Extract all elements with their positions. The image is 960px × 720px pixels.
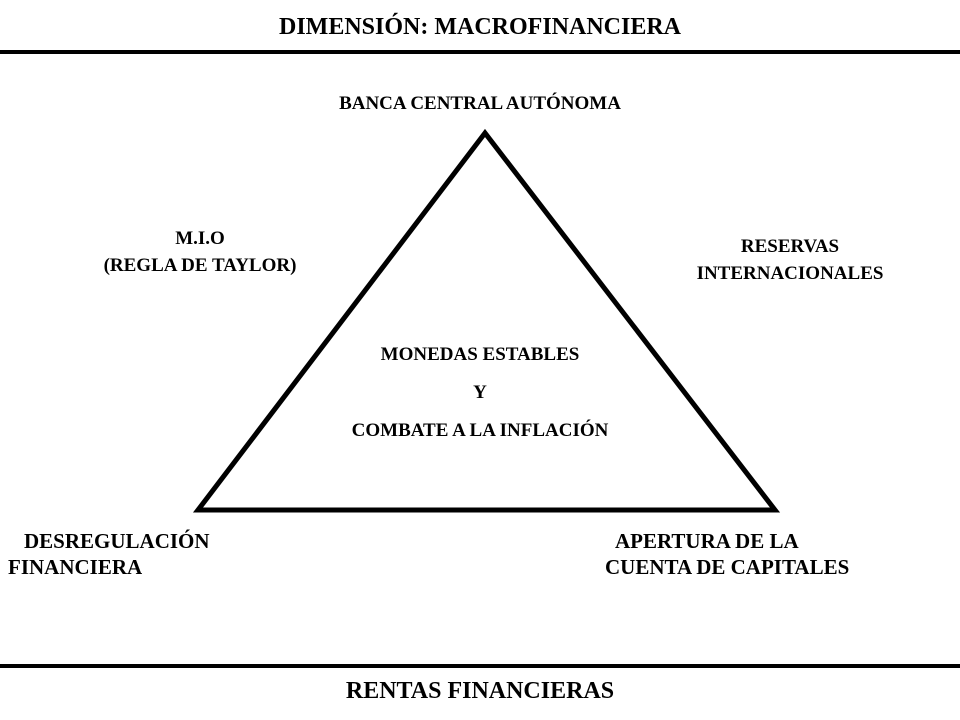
bottom-right-line-1: APERTURA DE LA: [615, 529, 799, 553]
left-side-line-1: M.I.O: [175, 228, 225, 249]
bottom-left-label: DESREGULACIÓN FINANCIERA: [8, 528, 210, 581]
bottom-left-line-1: DESREGULACIÓN: [24, 529, 210, 553]
top-divider-line: [0, 50, 960, 54]
bottom-divider-line: [0, 664, 960, 668]
right-side-label: RESERVAS INTERNACIONALES: [630, 234, 950, 287]
central-triangle: [192, 128, 781, 513]
bottom-right-line-2: CUENTA DE CAPITALES: [605, 555, 850, 580]
apex-label: BANCA CENTRAL AUTÓNOMA: [339, 93, 621, 114]
center-line-3: COMBATE A LA INFLACIÓN: [351, 420, 609, 441]
left-side-label: M.I.O (REGLA DE TAYLOR): [40, 226, 360, 279]
center-label: MONEDAS ESTABLES Y COMBATE A LA INFLACIÓ…: [280, 336, 680, 450]
right-side-line-2: INTERNACIONALES: [696, 262, 884, 284]
bottom-left-line-2: FINANCIERA: [8, 555, 143, 580]
center-line-2: Y: [473, 382, 487, 403]
bottom-right-label: APERTURA DE LA CUENTA DE CAPITALES: [605, 528, 849, 581]
right-side-line-1: RESERVAS: [740, 236, 840, 257]
left-side-line-2: (REGLA DE TAYLOR): [103, 254, 297, 276]
center-line-1: MONEDAS ESTABLES: [380, 344, 580, 365]
diagram-title: DIMENSIÓN: MACROFINANCIERA: [279, 14, 681, 40]
diagram-footer: RENTAS FINANCIERAS: [345, 678, 615, 704]
